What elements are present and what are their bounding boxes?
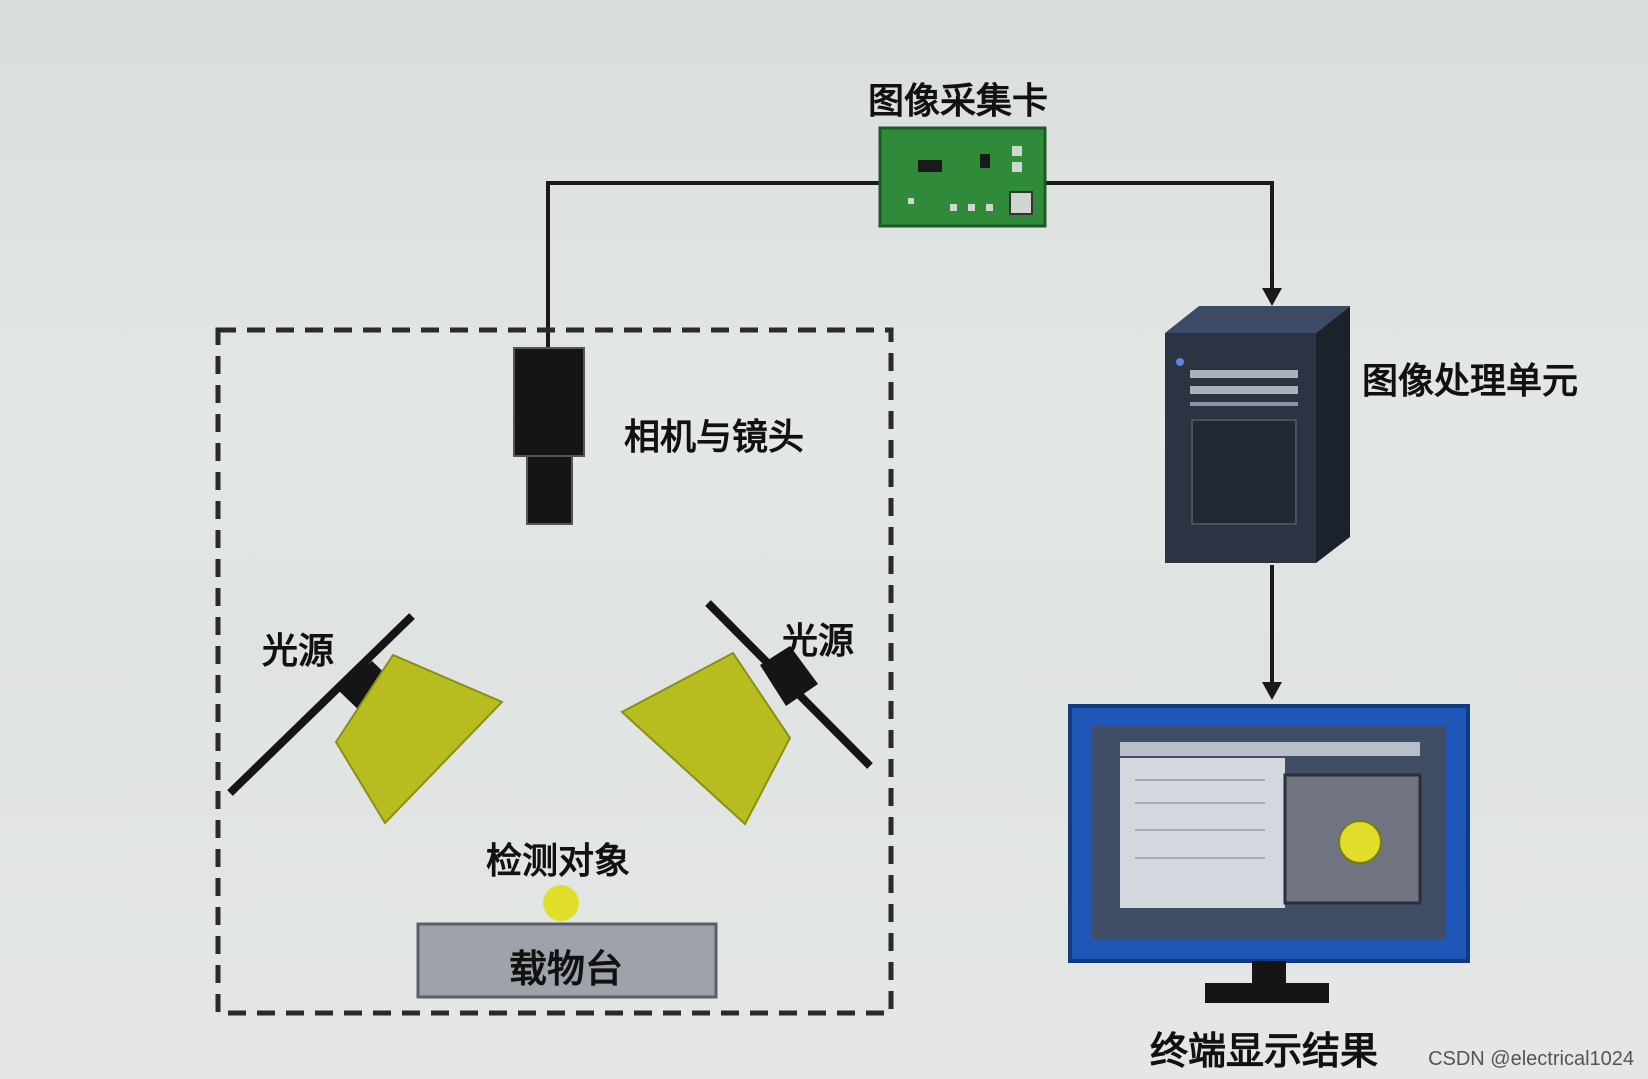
left-light-icon [227,613,504,825]
arrow-to-display-icon [1262,682,1282,700]
capture-card-label: 图像采集卡 [868,81,1049,122]
inspection-area-box [215,327,894,1016]
inspected-object-icon [543,885,579,921]
stage-platform [416,922,718,999]
stage-label: 载物台 [509,947,624,991]
processing-unit-label: 图像处理单元 [1362,361,1579,402]
server-icon [1165,306,1350,563]
camera-icon [513,347,585,525]
monitor-icon [1068,704,1470,1003]
watermark: CSDN @electrical1024 [1428,1048,1634,1070]
monitor-object-icon [1338,820,1382,864]
display-result-label: 终端显示结果 [1150,1029,1379,1073]
camera-lens-label: 相机与镜头 [624,417,805,458]
right-light-label: 光源 [782,621,855,662]
left-light-label: 光源 [262,631,335,672]
connection-lines [546,181,1274,686]
inspected-object-label: 检测对象 [486,841,631,882]
card-to-camera-line [546,181,880,348]
arrowheads [1262,288,1282,700]
right-light-icon [620,600,873,826]
capture-card-icon [878,126,1047,228]
card-to-processor-line [1045,181,1274,292]
arrow-to-processor-icon [1262,288,1282,306]
